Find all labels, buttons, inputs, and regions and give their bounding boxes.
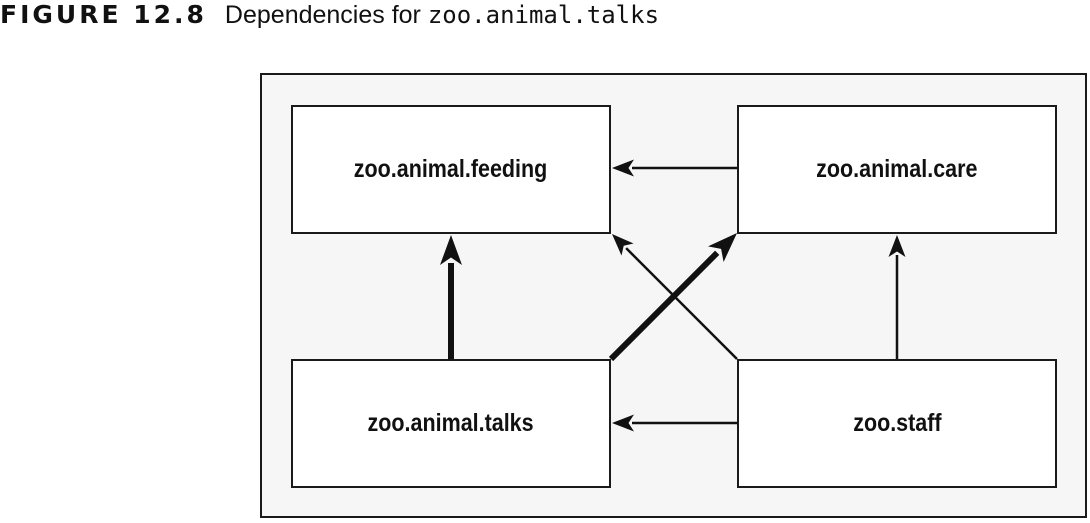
figure-title: Dependencies for — [224, 1, 428, 29]
module-label-staff: zoo.staff — [852, 409, 942, 437]
module-box-staff: zoo.staff — [737, 359, 1057, 488]
module-label-care: zoo.animal.care — [816, 155, 978, 183]
figure-caption: FIGURE 12.8 Dependencies for zoo.animal.t… — [0, 0, 659, 34]
module-label-feeding: zoo.animal.feeding — [354, 155, 548, 183]
module-label-talks: zoo.animal.talks — [367, 409, 535, 437]
module-box-care: zoo.animal.care — [737, 105, 1057, 234]
module-box-talks: zoo.animal.talks — [291, 359, 611, 488]
module-box-feeding: zoo.animal.feeding — [291, 105, 611, 234]
figure-label: FIGURE 12.8 — [0, 0, 207, 29]
figure-title-code: zoo.animal.talks — [427, 1, 660, 29]
